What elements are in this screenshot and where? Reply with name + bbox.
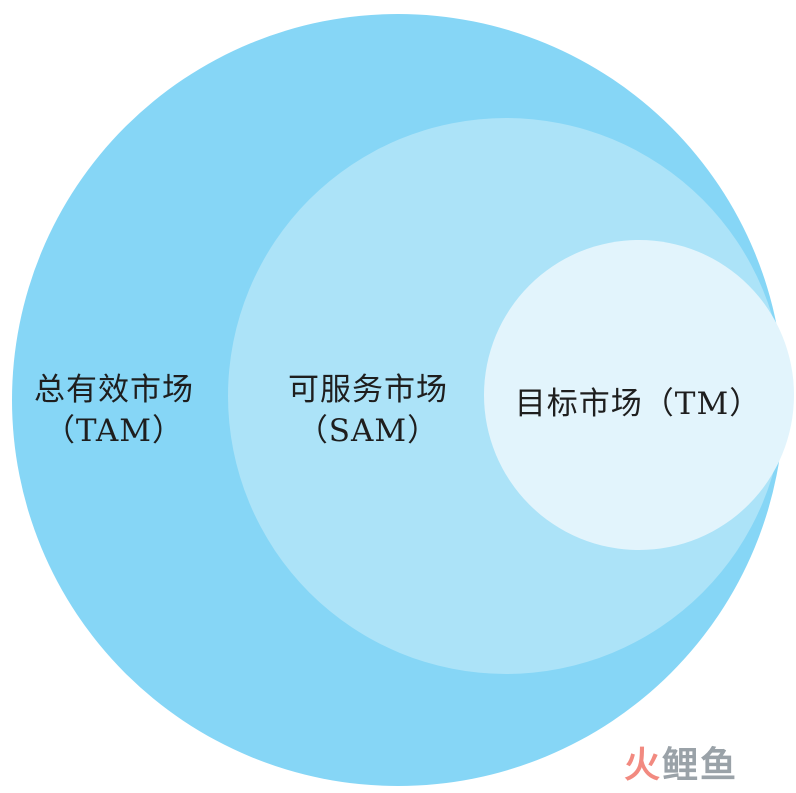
tam-name: 总有效市场 [34, 372, 194, 408]
tam-abbr: （TAM） [43, 413, 185, 449]
tm-name: 目标市场（TM） [514, 386, 762, 422]
tm-circle [484, 240, 794, 550]
watermark-rest-chars: 鲤鱼 [662, 745, 739, 786]
tm-label: 目标市场（TM） [506, 384, 770, 425]
sam-abbr: （SAM） [296, 413, 440, 449]
sam-label: 可服务市场 （SAM） [268, 370, 468, 452]
watermark-logo: 火鲤鱼 [624, 744, 784, 788]
watermark-first-char: 火 [624, 745, 663, 786]
tam-label: 总有效市场 （TAM） [14, 370, 214, 452]
sam-name: 可服务市场 [288, 372, 448, 408]
